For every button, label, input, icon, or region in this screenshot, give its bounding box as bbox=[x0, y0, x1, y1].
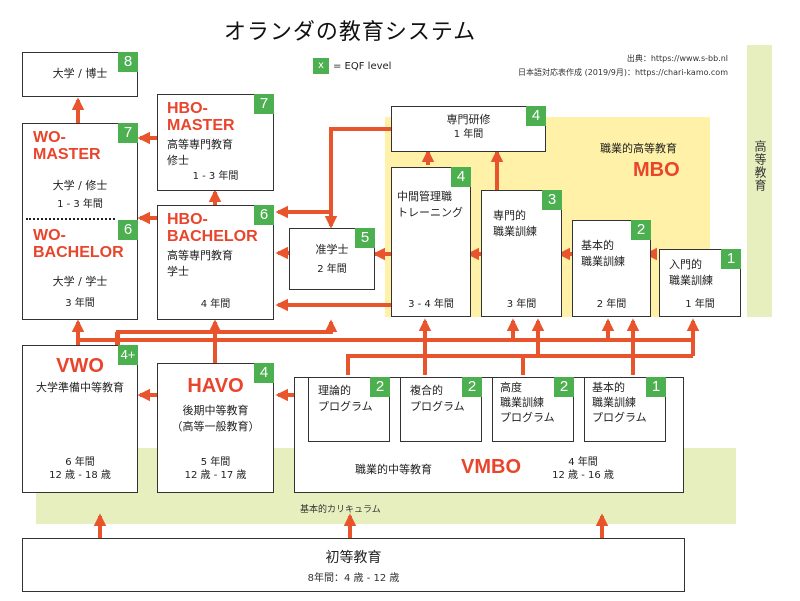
havo-line2: （高等一般教育） bbox=[171, 419, 260, 433]
mbo-title: MBO bbox=[633, 159, 680, 181]
basic-curriculum-label: 基本的カリキュラム bbox=[300, 505, 381, 515]
eqf-level-badge: 2 bbox=[370, 377, 390, 397]
eqf-level-badge: 2 bbox=[554, 377, 574, 397]
legend-label: = EQF level bbox=[333, 60, 392, 72]
hbo-bachelor-line2: 学士 bbox=[167, 265, 189, 278]
eqf-level-badge: 5 bbox=[355, 228, 375, 248]
havo-line4: 12 歳 - 17 歳 bbox=[184, 470, 247, 481]
box-middle-management: 4 中間管理職 トレーニング 3 - 4 年間 bbox=[391, 167, 471, 317]
box-hbo-bachelor: 6 HBO- BACHELOR 高等専門教育 学士 4 年間 bbox=[157, 205, 274, 320]
arrow-specialist-to-hbo-bachelor bbox=[275, 127, 391, 219]
box-entry-vocational: 1 入門的 職業訓練 1 年間 bbox=[659, 249, 741, 317]
hbo-master-line3: 1 - 3 年間 bbox=[192, 171, 239, 182]
eqf-level-badge: 3 bbox=[542, 190, 562, 210]
wo-bachelor-title: WO- BACHELOR bbox=[33, 227, 124, 261]
phd-title: 大学 / 博士 bbox=[52, 67, 108, 80]
legend: x = EQF level bbox=[313, 58, 391, 74]
wo-bachelor-line2: 3 年間 bbox=[65, 298, 95, 309]
box-specialist: 4 専門研修 1 年間 bbox=[391, 106, 546, 152]
wo-bachelor-line1: 大学 / 学士 bbox=[52, 275, 108, 288]
basic-voc-title: 基本的 職業訓練 bbox=[581, 239, 625, 268]
vmbo-advanced-title: 高度 職業訓練 プログラム bbox=[500, 381, 555, 424]
vwo-line2: 6 年間 bbox=[65, 457, 95, 468]
associate-title: 准学士 bbox=[315, 243, 349, 256]
professional-title: 専門的 職業訓練 bbox=[493, 209, 537, 238]
box-primary: 初等教育 8年間：4 歳 - 12 歳 bbox=[22, 538, 685, 592]
box-wo: 7 WO- MASTER 大学 / 修士 1 - 3 年間 6 WO- BACH… bbox=[22, 123, 138, 320]
middle-mgmt-title: 中間管理職 トレーニング bbox=[397, 190, 463, 219]
box-phd: 大学 / 博士 8 bbox=[22, 52, 138, 97]
vwo-title: VWO bbox=[56, 355, 104, 377]
box-hbo-master: 7 HBO- MASTER 高等専門教育 修士 1 - 3 年間 bbox=[157, 94, 274, 191]
page-title: オランダの教育システム bbox=[223, 20, 477, 45]
eqf-level-badge: 2 bbox=[462, 377, 482, 397]
basic-voc-line1: 2 年間 bbox=[596, 298, 627, 310]
box-vwo: 4+ VWO 大学準備中等教育 6 年間 12 歳 - 18 歳 bbox=[22, 345, 138, 493]
source-credit: 出典：https://www.s-bb.nl bbox=[626, 54, 728, 63]
box-havo: 4 HAVO 後期中等教育 （高等一般教育） 5 年間 12 歳 - 17 歳 bbox=[157, 363, 274, 493]
vwo-line1: 大学準備中等教育 bbox=[36, 381, 124, 394]
associate-line1: 2 年間 bbox=[317, 263, 347, 275]
box-vmbo-theory: 2 理論的 プログラム bbox=[308, 377, 390, 442]
eqf-level-badge: 4 bbox=[254, 363, 274, 383]
eqf-level-badge: 1 bbox=[721, 249, 741, 269]
higher-education-band bbox=[747, 45, 772, 317]
entry-voc-line1: 1 年間 bbox=[685, 298, 715, 310]
primary-title: 初等教育 bbox=[325, 550, 382, 566]
hbo-master-title: HBO- MASTER bbox=[167, 100, 235, 134]
middle-mgmt-line1: 3 - 4 年間 bbox=[408, 298, 454, 310]
vmbo-theory-title: 理論的 プログラム bbox=[318, 384, 373, 413]
eqf-level-badge: 7 bbox=[118, 123, 138, 143]
box-basic-vocational: 2 基本的 職業訓練 2 年間 bbox=[572, 220, 651, 317]
hbo-bachelor-line1: 高等専門教育 bbox=[167, 249, 233, 262]
box-vmbo: 職業的中等教育 VMBO 4 年間 12 歳 - 16 歳 2 理論的 プログラ… bbox=[294, 377, 684, 493]
hbo-bachelor-title: HBO- BACHELOR bbox=[167, 211, 258, 245]
vmbo-subtitle: 職業的中等教育 bbox=[355, 463, 432, 476]
box-vmbo-combined: 2 複合的 プログラム bbox=[400, 377, 482, 442]
vmbo-basic-title: 基本的 職業訓練 プログラム bbox=[592, 381, 647, 424]
eqf-level-badge: 4 bbox=[451, 167, 471, 187]
havo-line1: 後期中等教育 bbox=[182, 404, 249, 417]
eqf-level-badge: 6 bbox=[254, 205, 274, 225]
eqf-level-badge: 6 bbox=[118, 220, 138, 240]
wo-divider bbox=[26, 218, 115, 220]
eqf-level-badge: 4+ bbox=[118, 345, 138, 365]
legend-swatch: x bbox=[313, 58, 329, 74]
hbo-bachelor-line3: 4 年間 bbox=[200, 299, 231, 310]
havo-line3: 5 年間 bbox=[200, 457, 231, 468]
wo-master-line2: 1 - 3 年間 bbox=[57, 199, 103, 210]
hbo-master-line2: 修士 bbox=[167, 154, 189, 167]
eqf-level-badge: 2 bbox=[631, 220, 651, 240]
professional-line1: 3 年間 bbox=[506, 298, 537, 310]
translation-credit: 日本語対応表作成 (2019/9月)：https://chari-kamo.co… bbox=[518, 68, 728, 77]
vwo-line3: 12 歳 - 18 歳 bbox=[49, 470, 111, 481]
specialist-line1: 1 年間 bbox=[453, 128, 484, 140]
arrow-vwo-hbo-line bbox=[116, 319, 338, 345]
wo-master-line1: 大学 / 修士 bbox=[52, 179, 108, 192]
eqf-level-badge: 1 bbox=[646, 377, 666, 397]
specialist-title: 専門研修 bbox=[446, 113, 491, 126]
vmbo-line1: 4 年間 bbox=[568, 457, 598, 468]
hbo-master-line1: 高等専門教育 bbox=[167, 138, 233, 151]
box-professional: 3 専門的 職業訓練 3 年間 bbox=[481, 190, 562, 317]
higher-education-label: 高等教育 bbox=[753, 140, 767, 192]
eqf-level-badge: 7 bbox=[254, 94, 274, 114]
havo-title: HAVO bbox=[187, 375, 244, 397]
mbo-subtitle: 職業的高等教育 bbox=[600, 142, 677, 155]
wo-master-title: WO- MASTER bbox=[33, 129, 101, 163]
vmbo-line2: 12 歳 - 16 歳 bbox=[552, 470, 614, 481]
eqf-level-badge: 8 bbox=[118, 52, 138, 72]
box-vmbo-basic: 1 基本的 職業訓練 プログラム bbox=[584, 377, 666, 442]
vmbo-combined-title: 複合的 プログラム bbox=[410, 384, 465, 413]
vmbo-title: VMBO bbox=[461, 456, 521, 478]
eqf-level-badge: 4 bbox=[526, 106, 546, 126]
box-vmbo-advanced: 2 高度 職業訓練 プログラム bbox=[492, 377, 574, 442]
primary-line1: 8年間：4 歳 - 12 歳 bbox=[307, 573, 400, 584]
entry-voc-title: 入門的 職業訓練 bbox=[669, 258, 713, 287]
box-associate: 5 准学士 2 年間 bbox=[289, 228, 375, 290]
